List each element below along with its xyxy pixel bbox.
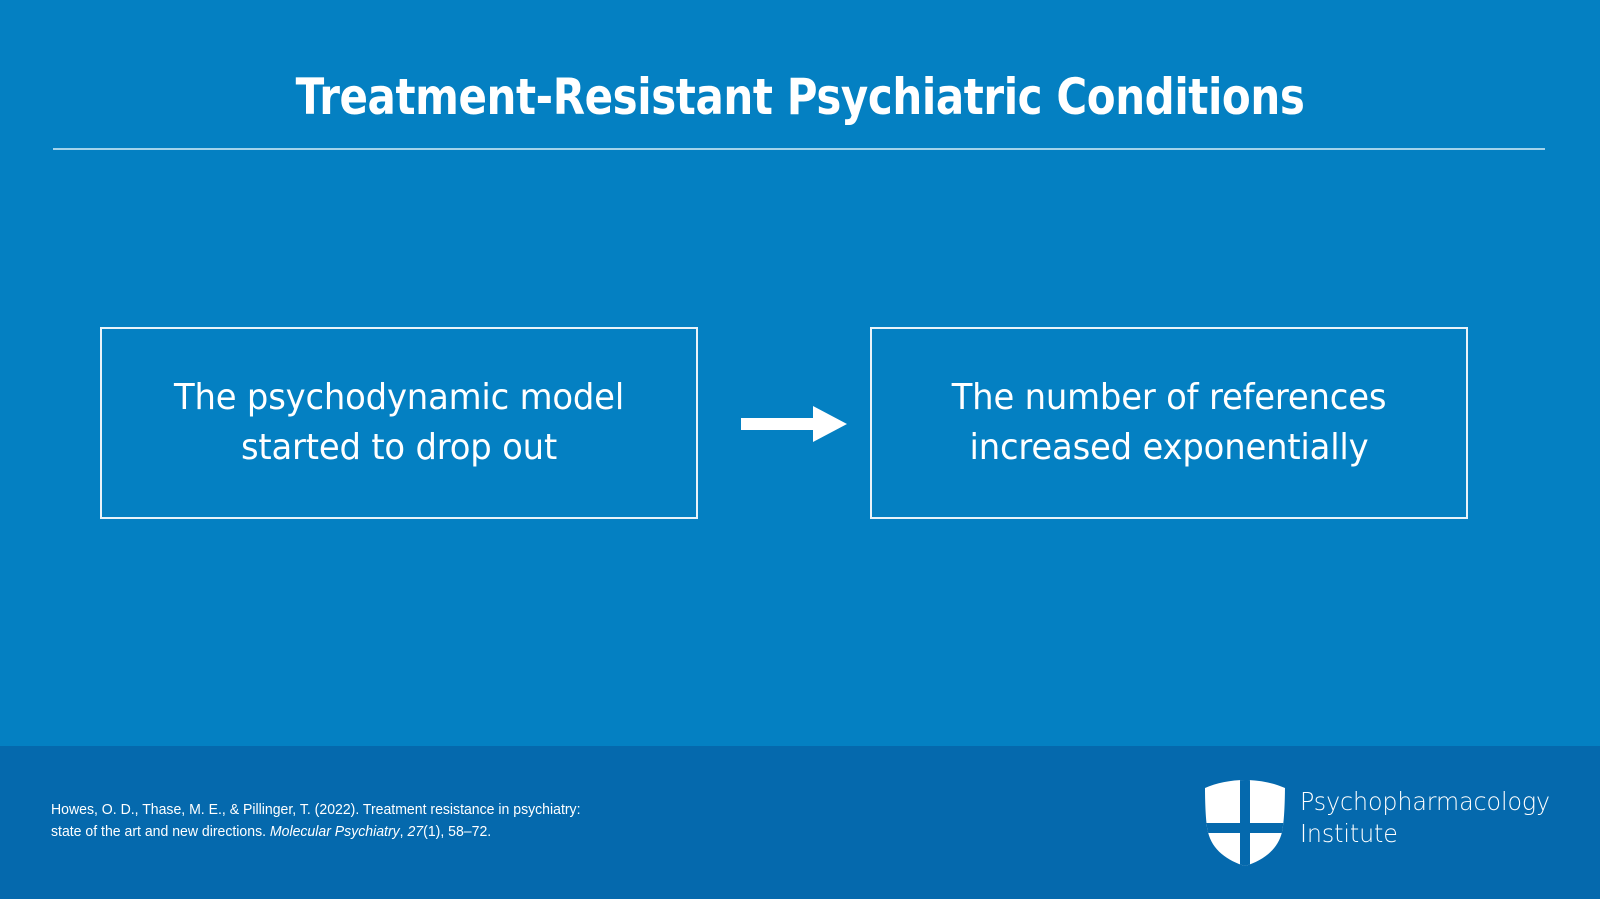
citation-line-2-prefix: state of the art and new directions.: [51, 824, 270, 841]
brand-wordmark: Psychopharmacology Institute: [1300, 786, 1550, 850]
citation-volume-separator: ,: [399, 824, 408, 841]
citation-volume: 27: [407, 824, 424, 841]
shield-cross-icon: [1204, 780, 1286, 866]
brand-name-line-1: Psychopharmacology: [1300, 787, 1551, 816]
page-title: Treatment-Resistant Psychiatric Conditio…: [295, 68, 1305, 126]
title-divider: [53, 148, 1545, 150]
citation-issue-pages: (1), 58–72.: [423, 824, 492, 841]
citation-line-1: Howes, O. D., Thase, M. E., & Pillinger,…: [51, 802, 581, 818]
citation-reference: Howes, O. D., Thase, M. E., & Pillinger,…: [51, 799, 730, 844]
flow-box-left-label: The psychodynamic model started to drop …: [173, 377, 625, 468]
right-arrow-icon: [741, 402, 847, 446]
flow-box-right: The number of references increased expon…: [870, 327, 1468, 519]
flow-box-right-label: The number of references increased expon…: [951, 377, 1387, 468]
citation-journal-name: Molecular Psychiatry: [269, 824, 400, 841]
brand-logo: Psychopharmacology Institute: [1204, 780, 1550, 866]
footer-band: [0, 746, 1600, 899]
brand-name-line-2: Institute: [1300, 819, 1398, 848]
flow-box-left: The psychodynamic model started to drop …: [100, 327, 698, 519]
